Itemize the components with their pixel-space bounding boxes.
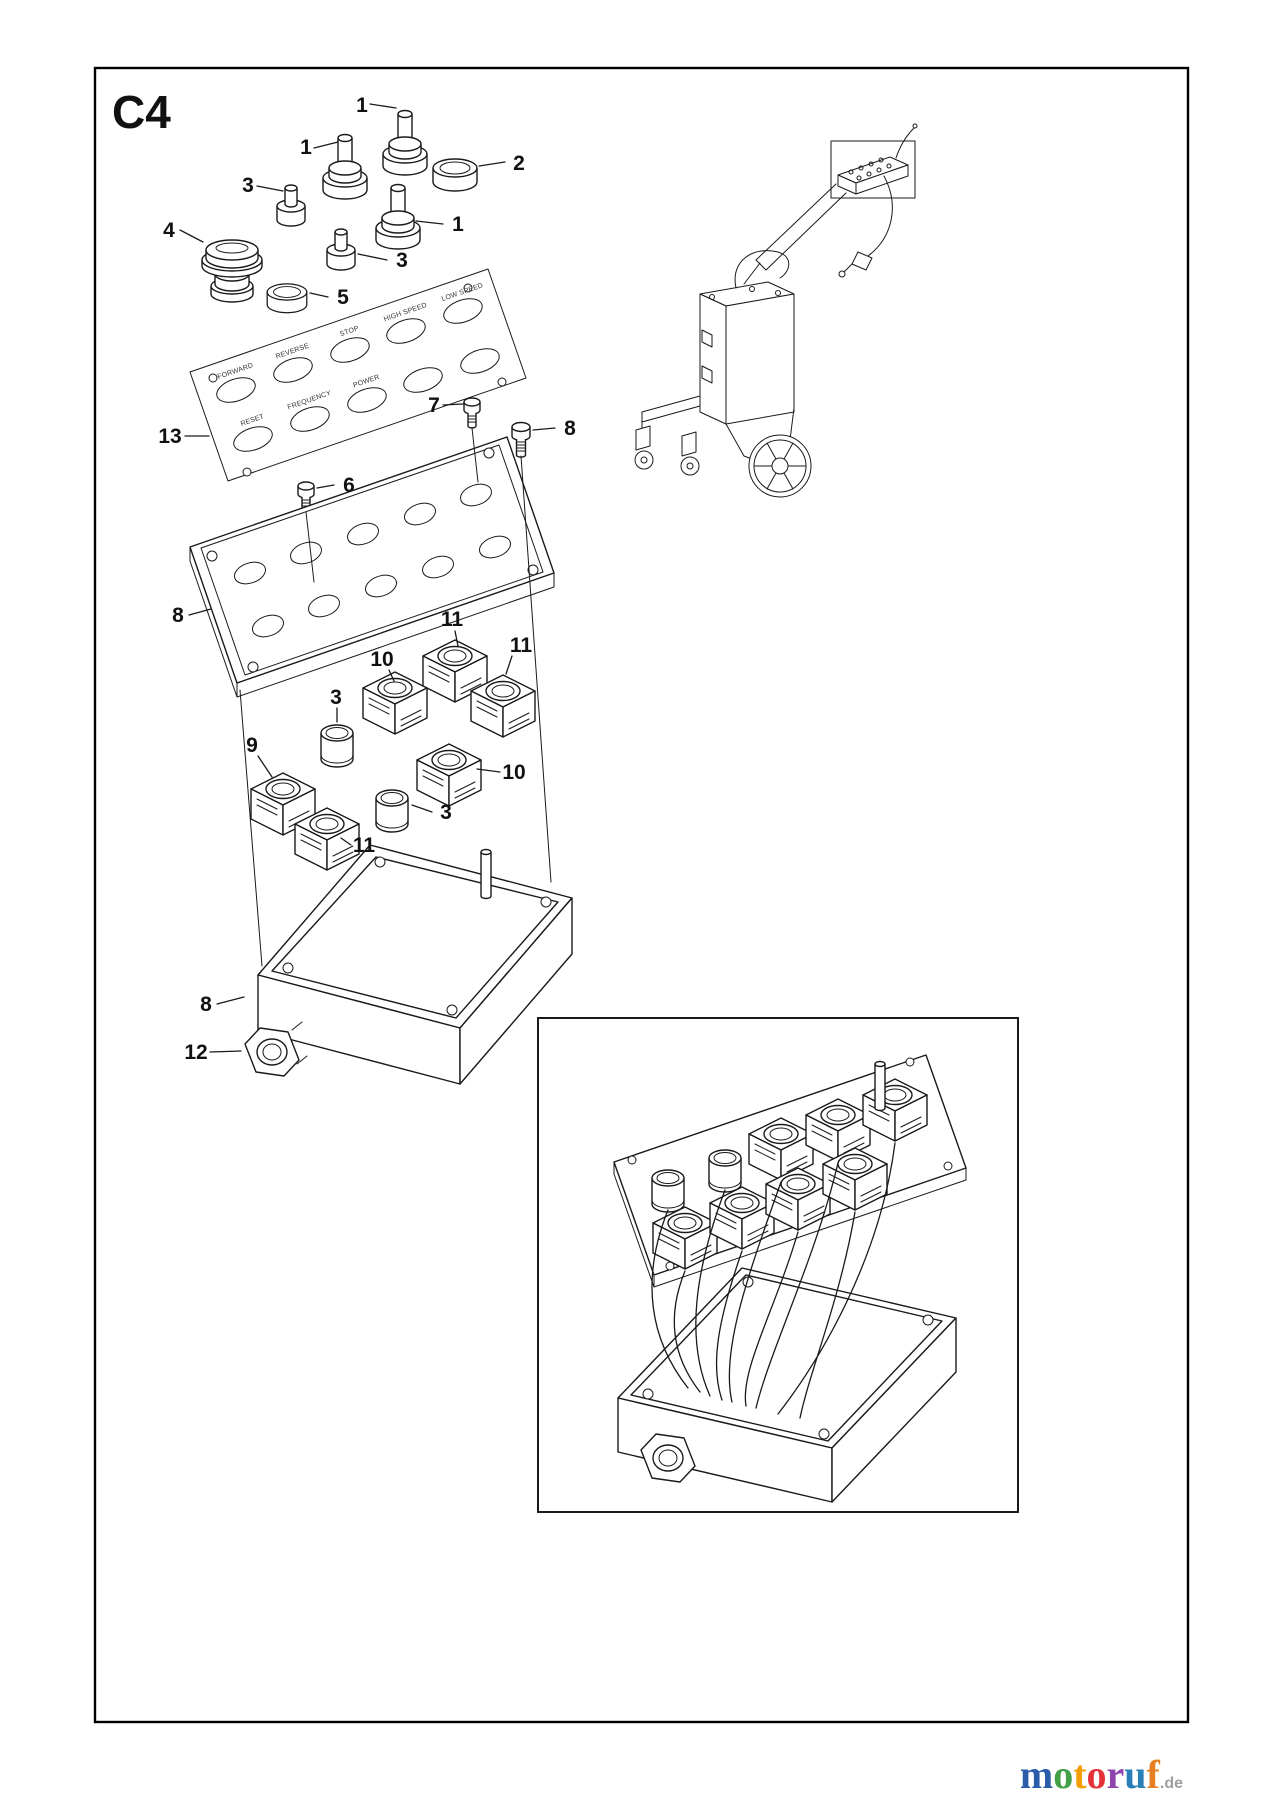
location-callout-frame xyxy=(830,140,916,199)
brand-letter: m xyxy=(1020,1752,1053,1797)
cart-illustration xyxy=(634,123,918,498)
stud-pin xyxy=(480,848,492,900)
callout-leader-lines xyxy=(179,103,556,1053)
contact-cylinder-3a xyxy=(320,724,354,768)
callout-label: 13 xyxy=(158,425,181,448)
assembly-line xyxy=(239,689,263,967)
callout-label: 8 xyxy=(200,993,212,1016)
inset-junction-box xyxy=(617,1267,957,1503)
brand-letter: u xyxy=(1124,1752,1146,1797)
cable-connector xyxy=(851,251,873,271)
callout-label: 10 xyxy=(370,648,393,671)
screw-7 xyxy=(463,397,481,429)
rear-wheel xyxy=(748,434,812,498)
exploded-view: FORWARD REVERSE STOP HIGH SPEED LOW SPEE… xyxy=(189,109,573,1085)
callout-label: 3 xyxy=(440,801,452,824)
blanking-cap-2 xyxy=(432,158,478,192)
callout-label: 3 xyxy=(242,174,254,197)
push-button-1c xyxy=(375,183,421,250)
inset-cable-gland xyxy=(640,1433,696,1483)
small-button-3b xyxy=(326,228,356,271)
page-title: C4 xyxy=(112,86,171,138)
callout-label: 8 xyxy=(564,417,576,440)
caster-fork xyxy=(681,431,697,457)
assembled-inset xyxy=(537,1017,1019,1513)
callout-label: 2 xyxy=(513,152,525,175)
control-box-left xyxy=(699,293,727,425)
brand-letter: t xyxy=(1073,1752,1087,1797)
page-border xyxy=(93,66,1190,1724)
callout-label: 8 xyxy=(172,604,184,627)
cover-plate xyxy=(189,436,555,698)
brand-letter: o xyxy=(1087,1752,1107,1797)
callout-label: 12 xyxy=(184,1041,207,1064)
push-button-1a xyxy=(382,109,428,176)
callout-label: 9 xyxy=(246,734,258,757)
callout-label: 3 xyxy=(396,249,408,272)
inset-wiring xyxy=(651,1142,896,1419)
brand-suffix: .de xyxy=(1160,1775,1183,1792)
contact-cylinder-3b xyxy=(375,789,409,833)
pendant-cable xyxy=(867,175,893,257)
top-cable-loop xyxy=(734,250,790,289)
cable-gland-12 xyxy=(244,1021,308,1077)
callout-label: 10 xyxy=(502,761,525,784)
callout-label: 6 xyxy=(343,474,355,497)
callout-labels: 1 1 2 3 4 1 3 5 13 7 8 6 8 11 10 11 3 9 … xyxy=(158,94,576,1064)
callout-label: 5 xyxy=(337,286,349,309)
control-box-front xyxy=(725,293,795,425)
bolt-8a xyxy=(511,421,531,458)
contact-block-10a xyxy=(362,671,428,735)
assembly-line xyxy=(520,455,552,883)
contact-block-10b xyxy=(416,743,482,807)
latch-clasps xyxy=(701,329,713,384)
blanking-cap-5 xyxy=(266,283,308,314)
inset-stud-pin xyxy=(874,1060,886,1112)
callout-label: 11 xyxy=(353,834,376,857)
panel-buttons xyxy=(848,157,892,181)
callout-label: 3 xyxy=(330,686,342,709)
callout-label: 11 xyxy=(510,634,533,657)
callout-label: 1 xyxy=(300,136,312,159)
callout-label: 4 xyxy=(163,219,175,242)
assembly-line xyxy=(305,511,315,583)
inset-contact-cylinder xyxy=(708,1149,742,1193)
brand-letter: f xyxy=(1147,1752,1161,1797)
brand-letter: r xyxy=(1107,1752,1125,1797)
inset-contact-cylinder xyxy=(651,1169,685,1213)
inset-border xyxy=(537,1017,1019,1513)
callout-label: 7 xyxy=(428,394,440,417)
antenna-cable xyxy=(895,127,915,159)
callout-label: 1 xyxy=(356,94,368,117)
callout-label: 1 xyxy=(452,213,464,236)
caster-fork xyxy=(635,425,651,451)
brand-logo[interactable]: motoruf.de xyxy=(1020,1752,1183,1797)
handle-tubes xyxy=(743,183,847,285)
assembly-line xyxy=(471,427,479,483)
mushroom-button-4 xyxy=(201,239,263,303)
junction-box xyxy=(244,844,573,1085)
brand-letter: o xyxy=(1053,1752,1073,1797)
membrane-sticker: FORWARD REVERSE STOP HIGH SPEED LOW SPEE… xyxy=(189,268,527,482)
callout-label: 11 xyxy=(441,608,464,631)
